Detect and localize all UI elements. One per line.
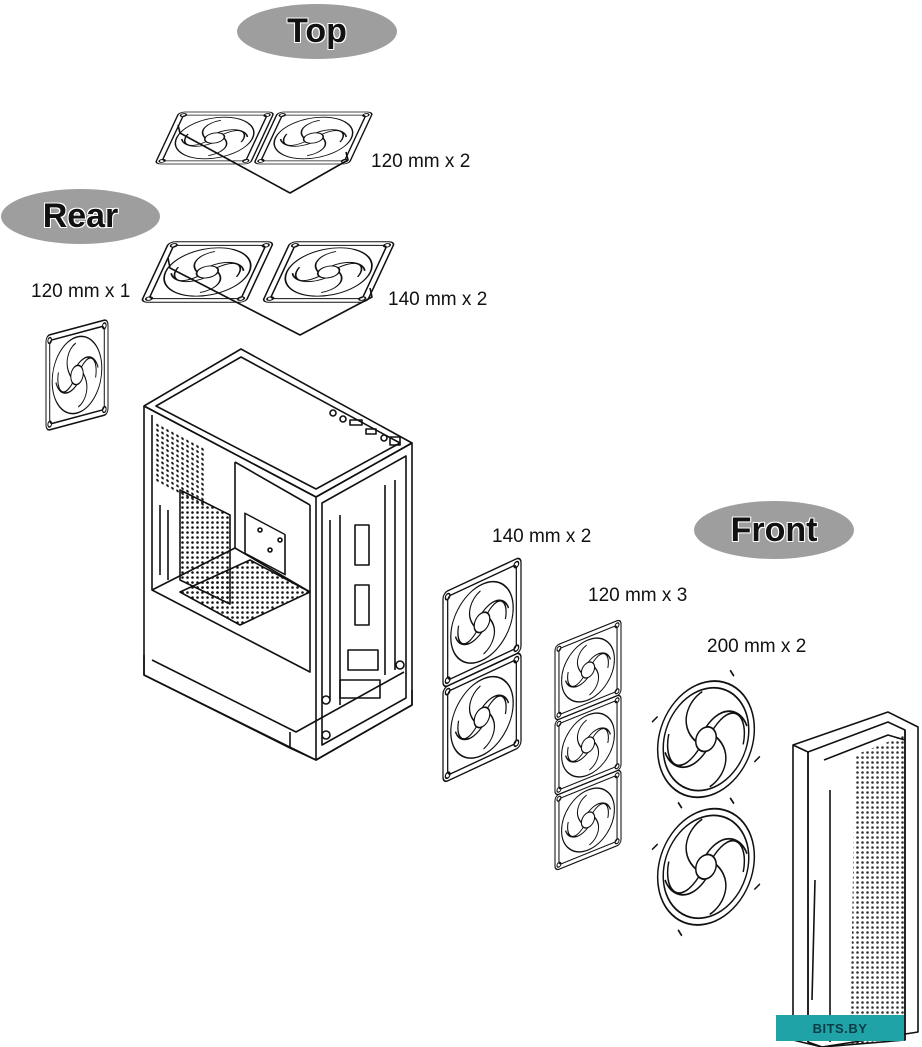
watermark: BITS.BY — [776, 1015, 904, 1041]
front-panel — [792, 711, 919, 1047]
front-label: Front — [694, 501, 854, 559]
front-140-spec: 140 mm x 2 — [492, 526, 592, 547]
top-120-fan-edge — [177, 124, 349, 194]
rear-120-spec: 120 mm x 1 — [31, 281, 131, 302]
rear-fan — [45, 318, 109, 432]
front-120-spec: 120 mm x 3 — [588, 585, 688, 606]
front-200-fan-pair — [651, 663, 761, 943]
top-120-spec: 120 mm x 2 — [371, 151, 471, 172]
top-140-spec: 140 mm x 2 — [388, 289, 488, 310]
rear-label: Rear — [1, 189, 160, 244]
top-140-fan-edge — [167, 257, 373, 336]
top-label: Top — [237, 4, 397, 59]
front-140-fan-pair — [442, 555, 522, 784]
pc-case — [143, 348, 413, 761]
front-120-fan-stack — [554, 618, 622, 872]
front-200-spec: 200 mm x 2 — [707, 636, 807, 657]
